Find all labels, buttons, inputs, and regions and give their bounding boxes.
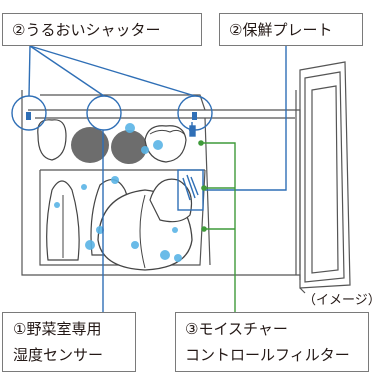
eggplant-left xyxy=(71,127,109,163)
shutter-label-text: ②うるおいシャッター xyxy=(12,21,161,39)
plate-label: ②保鮮プレート xyxy=(219,13,363,46)
filter-dots xyxy=(198,140,207,232)
shutter-label: ②うるおいシャッター xyxy=(2,13,202,46)
plate-label-text: ②保鮮プレート xyxy=(229,21,333,39)
mushrooms xyxy=(144,125,187,163)
fridge-door xyxy=(299,61,351,294)
filter-callouts xyxy=(200,142,236,312)
filter-label-line2: コントロールフィルター xyxy=(185,346,350,364)
sensor-label-line1: ①野菜室専用 xyxy=(13,320,102,338)
water-droplets xyxy=(54,123,182,262)
image-note: （イメージ） xyxy=(303,293,374,308)
shutter-marks xyxy=(26,112,197,120)
shutter-circle-center xyxy=(86,95,122,131)
filter-label: ③モイスチャー コントロールフィルター xyxy=(175,312,369,372)
sensor-label-line2: 湿度センサー xyxy=(13,346,104,364)
sensor-label: ①野菜室専用 湿度センサー xyxy=(2,312,136,372)
shutter-callouts xyxy=(11,45,213,131)
freshness-plate xyxy=(182,125,199,201)
lettuce xyxy=(149,178,193,223)
eggplant-right xyxy=(111,130,147,164)
upper-vegetables xyxy=(37,119,187,164)
lower-vegetables xyxy=(46,178,193,271)
filter-label-line1: ③モイスチャー xyxy=(185,320,288,338)
pepper xyxy=(37,119,67,161)
